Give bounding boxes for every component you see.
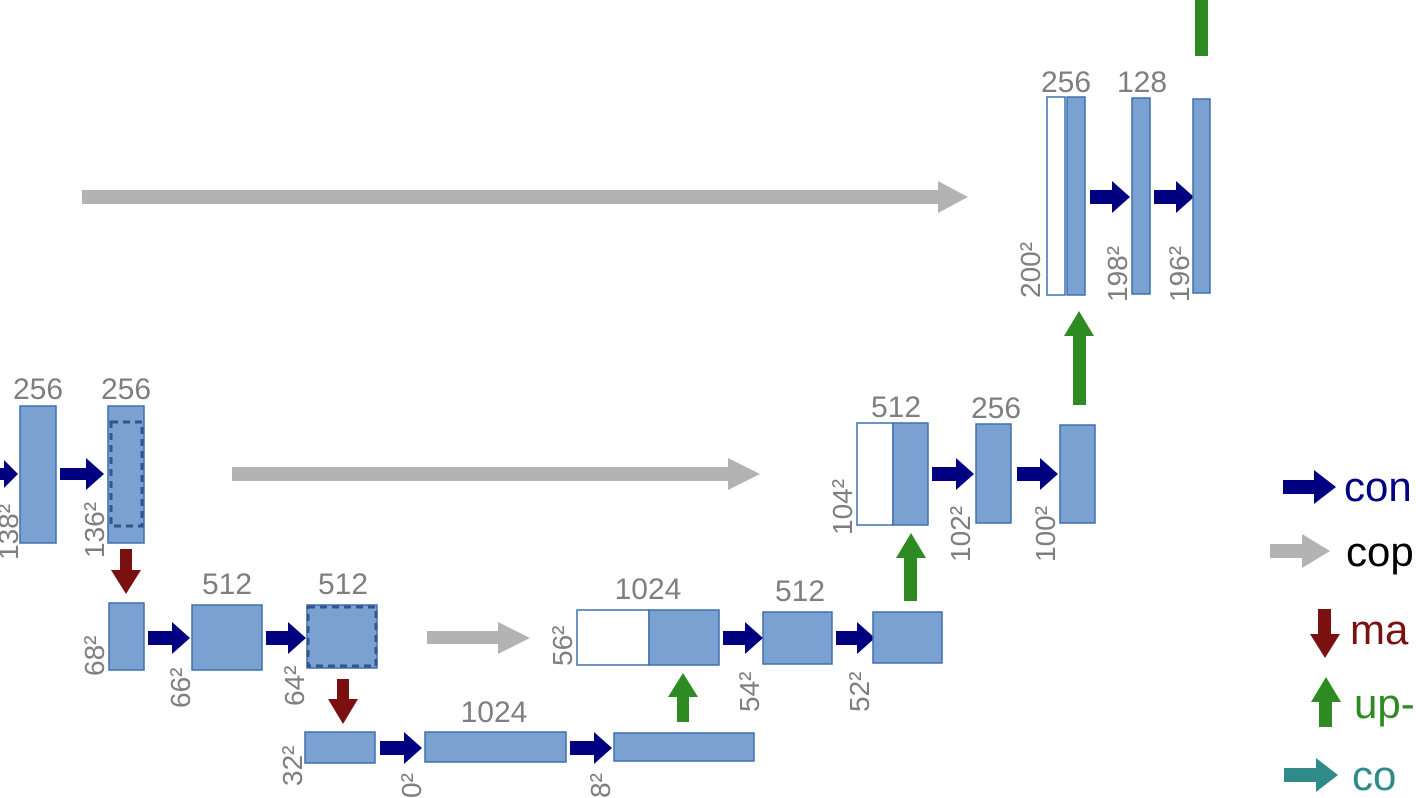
conv-arrow — [1154, 181, 1194, 213]
copied-feature-map-u3 — [576, 609, 650, 666]
channels-label-bottom-b: 1024 — [461, 696, 528, 729]
channels-label-l3b: 512 — [202, 568, 252, 601]
max-pool-arrow — [111, 549, 141, 594]
legend-copy-arrow-icon — [1270, 534, 1330, 568]
legend: con cop ma up- co — [1270, 463, 1415, 798]
copied-feature-map-u2 — [856, 422, 894, 526]
feature-map-u1b — [1131, 97, 1151, 295]
conv-arrow — [60, 458, 104, 490]
feature-map-u2c — [1059, 424, 1096, 524]
legend-max-pool-icon — [1310, 609, 1340, 658]
conv-arrow — [1017, 458, 1058, 490]
channels-label-l3c: 512 — [318, 568, 368, 601]
copy-arrow-level3 — [427, 622, 530, 654]
size-label-u1a: 200² — [1015, 242, 1046, 298]
legend-final-conv-label: co — [1352, 752, 1396, 798]
legend-final-conv-icon — [1284, 758, 1338, 792]
conv-arrow — [266, 622, 306, 654]
feature-map-l3c — [306, 604, 378, 669]
channels-label-u2a: 512 — [871, 391, 921, 424]
size-label-u2a: 104² — [827, 479, 858, 535]
legend-up-conv-icon — [1311, 677, 1341, 727]
size-label-u1b: 198² — [1102, 246, 1133, 302]
feature-map-l3a — [108, 602, 145, 671]
feature-map-bottom-c — [613, 732, 755, 762]
conv-arrow — [0, 460, 18, 488]
feature-map-l2b — [107, 405, 145, 544]
conv-arrow — [1090, 181, 1130, 213]
up-conv-arrow — [668, 673, 698, 722]
size-label-l2a: 138² — [0, 504, 24, 560]
max-pool-arrow — [328, 679, 358, 724]
channels-label-l2b: 256 — [101, 373, 151, 406]
size-label-u2c: 100² — [1030, 506, 1061, 562]
channels-label-u2b: 256 — [971, 392, 1021, 425]
size-label-l2b: 136² — [79, 502, 110, 558]
legend-up-conv-label: up- — [1354, 680, 1415, 727]
feature-map-u2a — [892, 422, 929, 526]
crop-region-l3c — [306, 605, 378, 668]
up-conv-arrow-top — [1195, 0, 1208, 56]
legend-max-pool-label: ma — [1350, 606, 1409, 653]
feature-map-l2a — [19, 405, 57, 544]
size-label-u3c: 52² — [844, 672, 875, 712]
size-label-l3b: 66² — [165, 668, 196, 708]
legend-conv-label: con — [1344, 463, 1412, 510]
conv-arrow — [148, 622, 190, 654]
feature-map-bottom-b — [424, 731, 567, 763]
feature-map-u3a — [648, 609, 720, 666]
conv-arrow — [570, 732, 612, 764]
size-label-l3a: 68² — [79, 636, 110, 676]
feature-map-u1a — [1066, 96, 1086, 296]
conv-arrow — [932, 458, 974, 490]
size-label-u2b: 102² — [945, 506, 976, 562]
conv-arrow — [723, 622, 763, 654]
size-label-bottom-a: 32² — [277, 746, 308, 786]
channels-label-u1b: 128 — [1117, 66, 1167, 99]
channels-label-u3b: 512 — [775, 575, 825, 608]
channels-label-l2a: 256 — [13, 373, 63, 406]
feature-map-u2b — [975, 423, 1012, 524]
feature-map-u3c — [872, 611, 943, 664]
size-label-bottom-c: 8² — [585, 773, 616, 798]
feature-map-u1c — [1192, 98, 1211, 294]
copied-feature-map-u1 — [1046, 96, 1066, 296]
legend-copy-label: cop — [1346, 528, 1414, 575]
feature-map-l3b — [191, 604, 263, 671]
size-label-u1c: 196² — [1164, 246, 1195, 302]
up-conv-arrow — [896, 533, 926, 601]
crop-region-l2b — [109, 420, 144, 528]
copy-arrow-level1 — [82, 181, 968, 213]
copy-arrow-level2 — [232, 458, 760, 490]
up-conv-arrow — [1064, 311, 1094, 405]
size-label-bottom-b: 0² — [396, 773, 427, 798]
conv-arrow — [380, 732, 422, 764]
feature-map-bottom-a — [304, 731, 376, 764]
conv-arrow — [836, 622, 875, 654]
size-label-u3a: 56² — [547, 626, 578, 666]
size-label-l3c: 64² — [279, 666, 310, 706]
feature-map-u3b — [762, 611, 833, 665]
channels-label-u1a: 256 — [1041, 66, 1091, 99]
channels-label-u3a: 1024 — [615, 573, 682, 606]
legend-conv-arrow-icon — [1283, 470, 1336, 504]
size-label-u3b: 54² — [734, 672, 765, 712]
